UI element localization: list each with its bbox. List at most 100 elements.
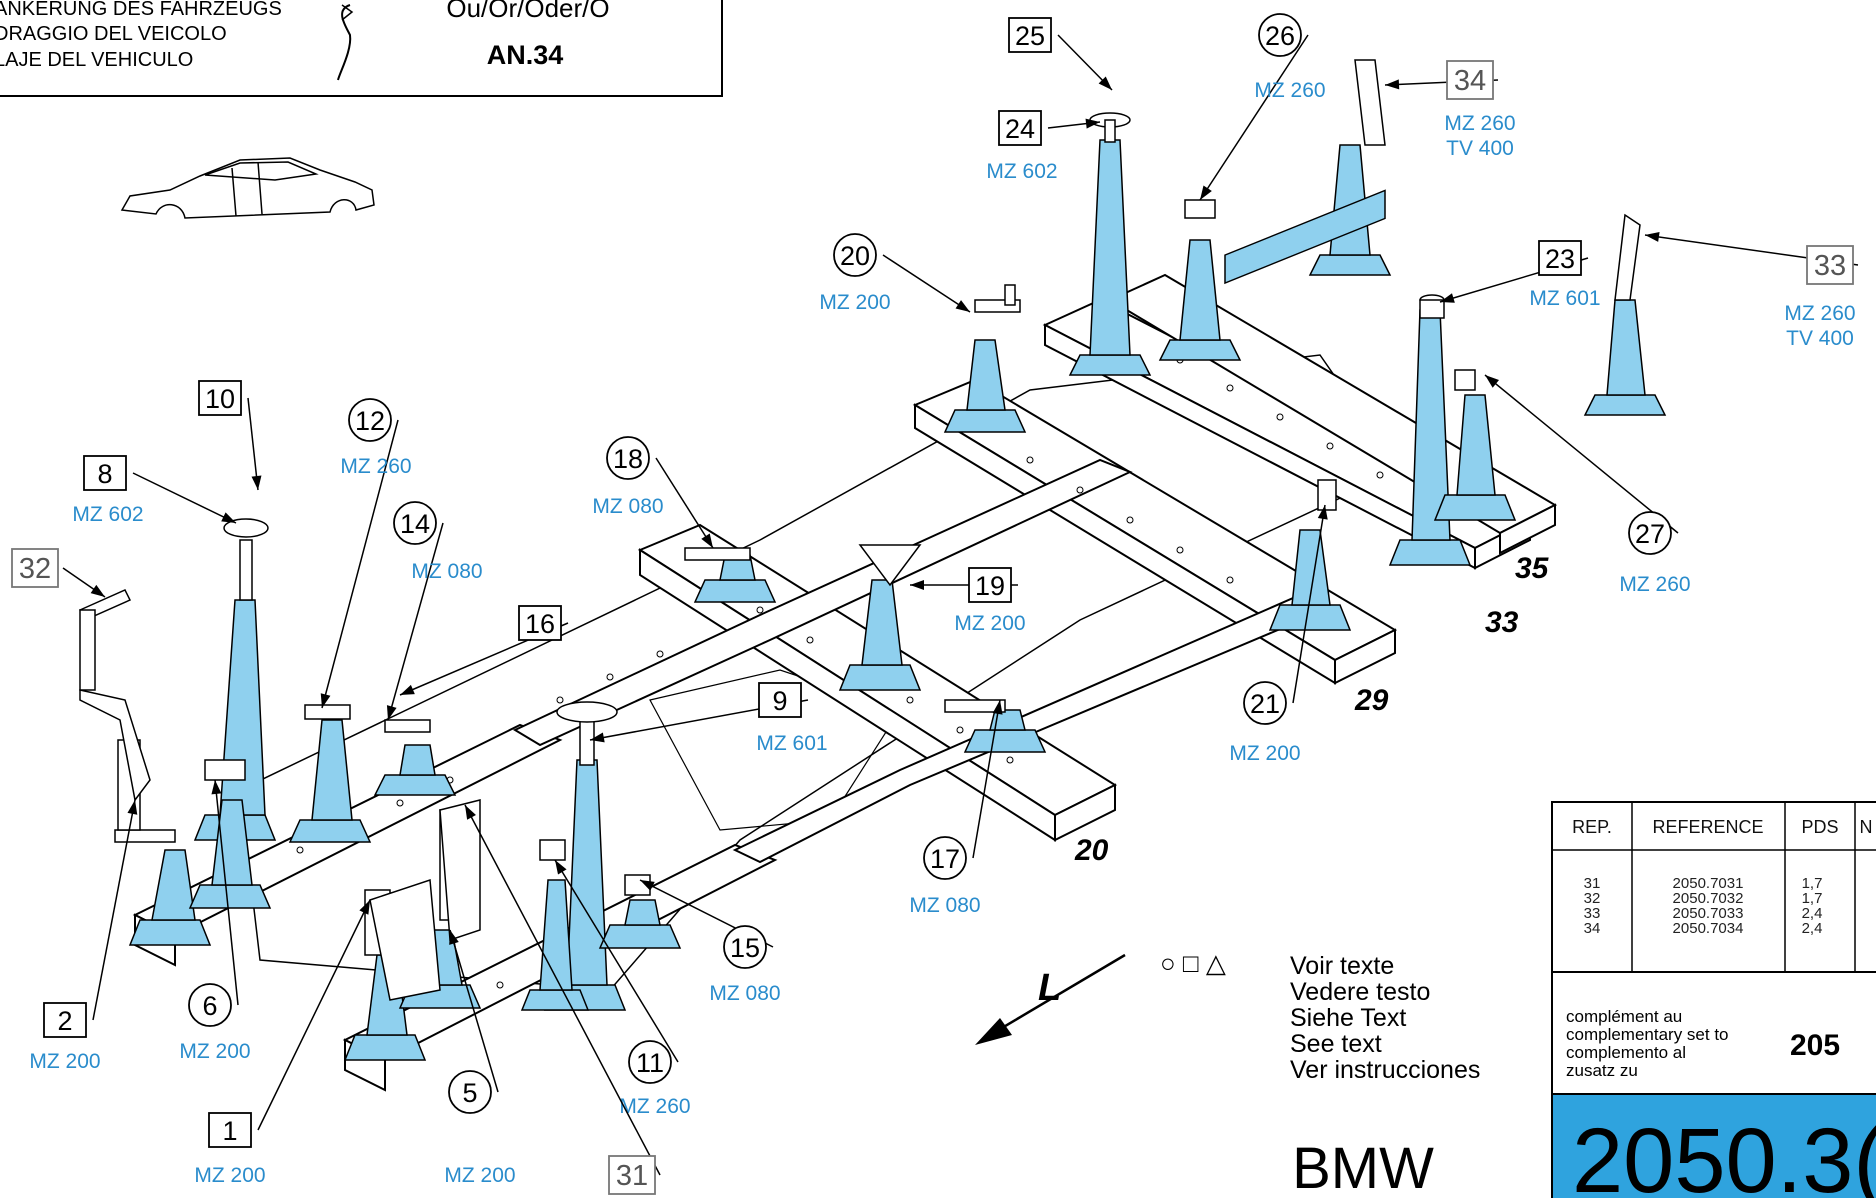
callout-box-icon	[1446, 60, 1494, 100]
legend: ○ □ △ Voir texte Vedere testo Siehe Text…	[1160, 948, 1480, 1084]
brand-label: BMW	[1292, 1136, 1434, 1198]
callout-1: 1MZ 200	[194, 899, 371, 1187]
table-cell-ref: 2050.7033	[1673, 905, 1744, 922]
complement-line-1: complément au	[1566, 1007, 1682, 1026]
table-header-pds: PDS	[1801, 817, 1838, 837]
stand-34	[1224, 59, 1392, 285]
callout-circle-icon	[448, 1070, 492, 1114]
callout-mz-code: MZ 602	[72, 503, 143, 526]
direction-arrow-icon: L	[975, 953, 1126, 1045]
callout-32: 32	[11, 548, 106, 598]
leader-arrowhead-icon	[251, 475, 262, 490]
callout-number: 33	[1814, 250, 1846, 282]
callout-circle-icon	[628, 1040, 672, 1084]
leader-arrowhead-icon	[359, 900, 370, 915]
callout-5: 5MZ 200	[444, 929, 516, 1187]
callout-number: 10	[205, 384, 235, 414]
header-or-text: Ou/Or/Oder/O	[446, 0, 609, 23]
callout-26: 26 MZ 260	[1199, 13, 1326, 201]
beam-number-29: 29	[1354, 684, 1389, 717]
callout-mz-code: MZ 260	[1254, 79, 1325, 102]
table-cell-pds: 1,7	[1802, 875, 1823, 892]
leader-line	[1292, 504, 1326, 704]
leader-arrowhead-icon	[386, 705, 397, 720]
beam-number-33: 33	[1485, 606, 1519, 639]
callout-number: 11	[636, 1048, 664, 1078]
callout-number: 1	[222, 1116, 237, 1146]
callout-number: 6	[202, 991, 217, 1021]
callout-number: 18	[613, 444, 643, 474]
table-cell-pds: 1,7	[1802, 890, 1823, 907]
callout-box-icon	[758, 682, 802, 718]
header-brace	[337, 4, 352, 81]
leader-arrowhead-icon	[449, 930, 459, 945]
leader-arrowhead-icon	[910, 580, 924, 590]
callout-mz-code: MZ 601	[756, 732, 827, 755]
header-line-3: LAJE DEL VEHICULO	[0, 49, 193, 71]
beam-number-20: 20	[1074, 834, 1109, 867]
beam-number-35: 35	[1515, 552, 1550, 585]
callout-box-icon	[518, 605, 562, 641]
table-header-n: N	[1860, 817, 1873, 837]
table-header-rep: REP.	[1572, 817, 1612, 837]
callout-circle-icon	[348, 398, 392, 442]
leader-arrowhead-icon	[955, 300, 970, 312]
stand-14	[373, 719, 457, 796]
stand-12	[288, 704, 372, 843]
legend-line-3: Siehe Text	[1290, 1004, 1406, 1032]
callout-box-icon	[11, 548, 59, 588]
legend-line-4: See text	[1290, 1030, 1382, 1058]
fixture-32-arm	[79, 609, 96, 691]
leader-arrowhead-icon	[1440, 293, 1455, 303]
table-cell-rep: 32	[1584, 890, 1601, 907]
fixture-31-post	[439, 799, 481, 942]
leader-line	[464, 804, 661, 1176]
callout-box-icon	[1008, 17, 1052, 53]
callout-9: 9MZ 601	[589, 682, 828, 755]
leader-line	[257, 899, 371, 1131]
callout-mz-code: MZ 602	[986, 160, 1057, 183]
callout-number: 21	[1250, 689, 1280, 719]
callout-number: 34	[1454, 65, 1486, 97]
callout-number: 26	[1265, 21, 1295, 51]
callout-number: 17	[930, 844, 960, 874]
big-code: 2050.3(	[1572, 1110, 1876, 1198]
leader-arrowhead-icon	[555, 860, 567, 875]
complement-line-4: zusatz zu	[1566, 1061, 1638, 1080]
callout-mz-code: MZ 080	[709, 982, 780, 1005]
callout-number: 8	[97, 459, 112, 489]
table-cell-ref: 2050.7034	[1673, 920, 1744, 937]
header-box: ANKERUNG DES FAHRZEUGS DRAGGIO DEL VEICO…	[0, 0, 723, 97]
direction-label: L	[1038, 967, 1061, 1009]
leader-arrowhead-icon	[1645, 232, 1660, 242]
callout-circle-icon	[1243, 681, 1287, 725]
table-cell-pds: 2,4	[1802, 905, 1823, 922]
callout-box-icon	[83, 455, 127, 491]
leader-arrowhead-icon	[90, 584, 105, 597]
callout-mz-code: MZ 260	[1784, 302, 1855, 325]
callout-circle-icon	[606, 436, 650, 480]
leader-line	[387, 522, 444, 721]
header-brace-tip	[341, 4, 354, 21]
leader-arrowhead-icon	[992, 700, 1003, 715]
leader-arrowhead-icon	[211, 780, 222, 795]
leader-arrowhead-icon	[400, 684, 415, 695]
complement-line-3: complemento al	[1566, 1043, 1686, 1062]
leader-arrowhead-icon	[1098, 76, 1112, 90]
callout-box-icon	[608, 1155, 656, 1195]
legend-line-2: Vedere testo	[1290, 978, 1430, 1006]
callout-circle-icon	[1258, 13, 1302, 57]
callout-box-icon	[1538, 240, 1582, 276]
leader-line	[247, 397, 259, 491]
callout-circle-icon	[393, 501, 437, 545]
fixture-32-bracket	[79, 689, 151, 802]
stand-19	[838, 544, 922, 691]
callout-number: 5	[462, 1078, 477, 1108]
callout-box-icon	[968, 567, 1012, 603]
callout-number: 32	[19, 553, 51, 585]
